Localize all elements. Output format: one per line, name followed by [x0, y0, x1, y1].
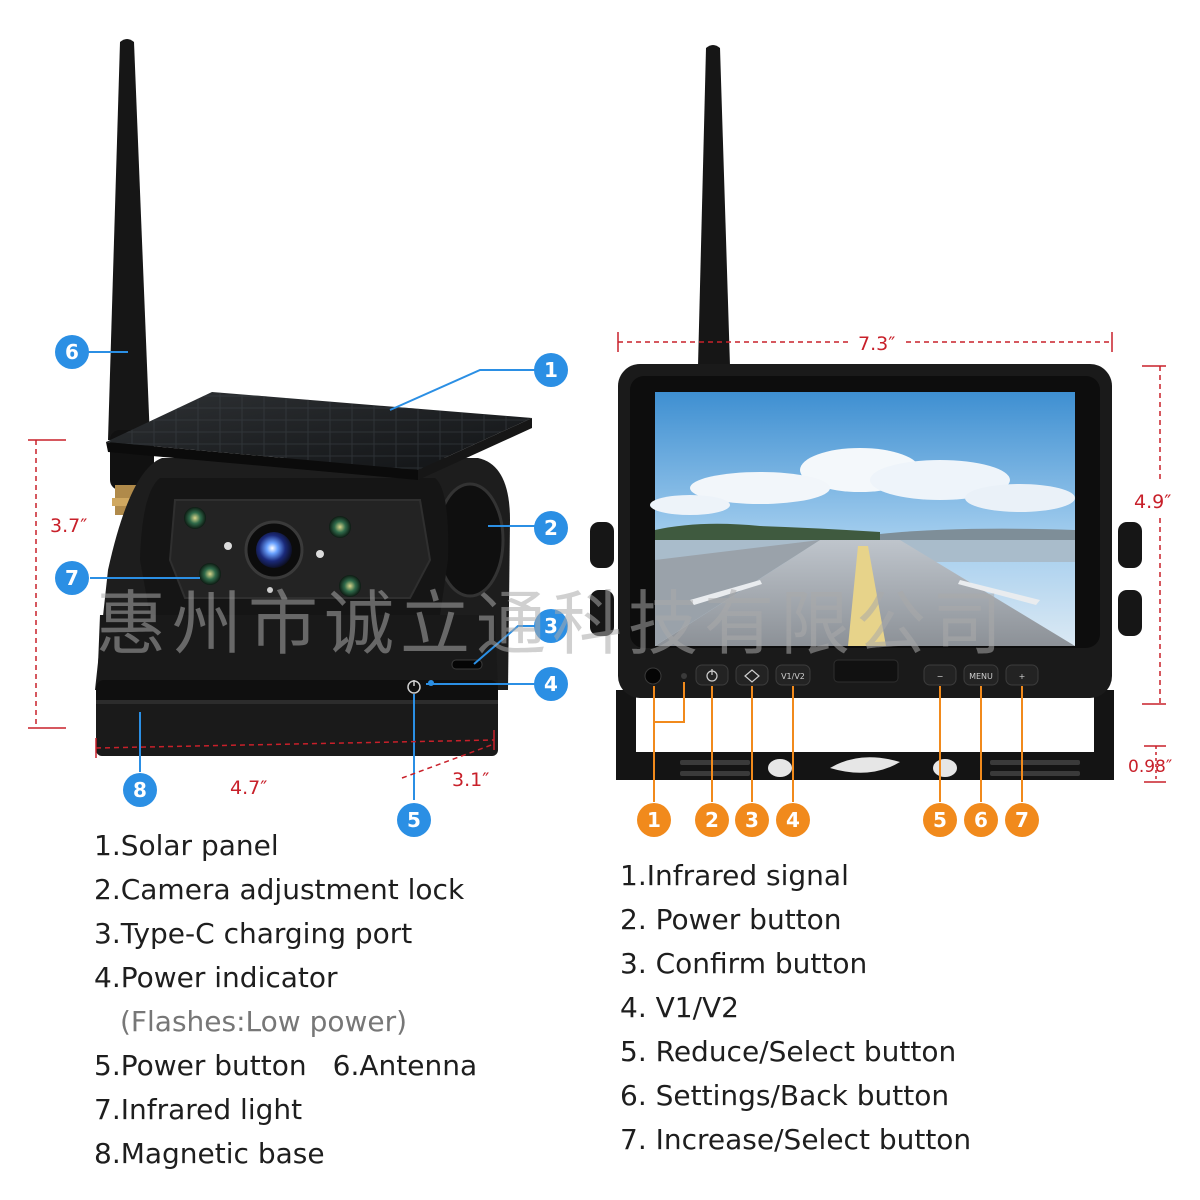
monitor-dimension-ticks [617, 332, 1166, 783]
ir-sensor [644, 667, 662, 685]
monitor-badge-5: 5 [923, 803, 957, 837]
svg-text:3: 3 [544, 614, 558, 638]
svg-text:2: 2 [544, 516, 558, 540]
ir-led [199, 563, 221, 585]
camera-badges: 1 2 3 4 5 6 7 8 [55, 335, 568, 837]
monitor-badge-1: 1 [637, 803, 671, 837]
left-knob[interactable] [590, 522, 614, 568]
svg-text:MENU: MENU [969, 672, 993, 681]
camera-dimension-ticks [28, 439, 495, 758]
camera-badge-2: 2 [534, 511, 568, 545]
svg-text:8: 8 [133, 778, 147, 802]
camera-callout-lines [88, 351, 536, 800]
monitor-legend-item: 2. Power button [620, 903, 842, 936]
camera-badge-7: 7 [55, 561, 89, 595]
camera-badge-1: 1 [534, 353, 568, 387]
svg-text:5: 5 [407, 808, 421, 832]
camera-legend-item: 2.Camera adjustment lock [94, 873, 465, 906]
camera-badge-6: 6 [55, 335, 89, 369]
bracket-height-label: 0.98″ [1128, 757, 1172, 777]
svg-text:6: 6 [974, 808, 988, 832]
menu-button[interactable] [963, 664, 999, 686]
camera-height-label: 3.7″ [50, 515, 87, 537]
svg-text:4: 4 [786, 808, 800, 832]
right-knob[interactable] [1118, 590, 1142, 636]
monitor-height-label: 4.9″ [1134, 491, 1171, 513]
monitor-brand-slot [833, 659, 899, 683]
confirm-button[interactable] [735, 664, 769, 686]
camera-legend-item: 4.Power indicator [94, 961, 338, 994]
svg-text:+: + [1019, 672, 1026, 681]
camera-legend-pair: 5.Power button 6.Antenna [94, 1044, 477, 1088]
monitor-legend: 1.Infrared signal 2. Power button 3. Con… [620, 854, 971, 1162]
ir-led [184, 507, 206, 529]
camera-legend-note: (Flashes:Low power) [120, 1005, 408, 1038]
camera-legend-item: 3.Type-C charging port [94, 917, 413, 950]
svg-text:7: 7 [65, 566, 79, 590]
svg-text:V1/V2: V1/V2 [781, 672, 805, 681]
monitor-device: V1/V2 − MENU + [590, 45, 1142, 780]
monitor-badge-6: 6 [964, 803, 998, 837]
monitor-bracket [616, 690, 1114, 780]
monitor-badge-3: 3 [735, 803, 769, 837]
svg-text:3: 3 [745, 808, 759, 832]
left-knob[interactable] [590, 590, 614, 636]
camera-legend: 1.Solar panel 2.Camera adjustment lock 3… [94, 824, 477, 1176]
ir-led [339, 575, 361, 597]
camera-badge-8: 8 [123, 773, 157, 807]
camera-badge-5: 5 [397, 803, 431, 837]
monitor-legend-item: 6. Settings/Back button [620, 1079, 950, 1112]
monitor-legend-item: 7. Increase/Select button [620, 1123, 972, 1156]
ir-signal-led [681, 673, 687, 679]
svg-text:4: 4 [544, 672, 558, 696]
solar-panel [106, 392, 532, 480]
camera-badge-3: 3 [534, 609, 568, 643]
ir-led [329, 516, 351, 538]
svg-text:1: 1 [544, 358, 558, 382]
camera-badge-4: 4 [534, 667, 568, 701]
camera-depth-label: 3.1″ [452, 769, 489, 791]
camera-legend-item: 7.Infrared light [94, 1093, 303, 1126]
monitor-antenna [698, 45, 730, 366]
monitor-badge-4: 4 [776, 803, 810, 837]
monitor-legend-item: 4. V1/V2 [620, 991, 739, 1024]
monitor-legend-item: 5. Reduce/Select button [620, 1035, 957, 1068]
right-knob[interactable] [1118, 522, 1142, 568]
camera-width-label: 4.7″ [230, 777, 267, 799]
camera-device [95, 39, 532, 756]
svg-text:2: 2 [705, 808, 719, 832]
monitor-legend-item: 3. Confirm button [620, 947, 868, 980]
reduce-select-button[interactable] [923, 664, 957, 686]
camera-legend-item: 8.Magnetic base [94, 1137, 325, 1170]
svg-text:5: 5 [933, 808, 947, 832]
monitor-control-panel: V1/V2 − MENU + [644, 659, 1039, 686]
camera-dimension-lines [35, 440, 495, 779]
camera-legend-item: 1.Solar panel [94, 829, 279, 862]
svg-text:6: 6 [65, 340, 79, 364]
monitor-badge-2: 2 [695, 803, 729, 837]
camera-legend-item: 6.Antenna [332, 1049, 478, 1082]
monitor-legend-item: 1.Infrared signal [620, 859, 849, 892]
monitor-badges: 1 2 3 4 5 6 7 [637, 803, 1039, 837]
v1v2-button[interactable] [775, 664, 811, 686]
monitor-width-label: 7.3″ [858, 333, 895, 355]
monitor-callout-lines [653, 682, 1023, 802]
svg-text:1: 1 [647, 808, 661, 832]
monitor-screen [650, 392, 1075, 646]
svg-text:7: 7 [1015, 808, 1029, 832]
svg-text:−: − [937, 672, 944, 681]
camera-legend-item: 5.Power button [94, 1049, 307, 1082]
monitor-badge-7: 7 [1005, 803, 1039, 837]
monitor-dimension-lines [618, 341, 1161, 704]
increase-select-button[interactable] [1005, 664, 1039, 686]
